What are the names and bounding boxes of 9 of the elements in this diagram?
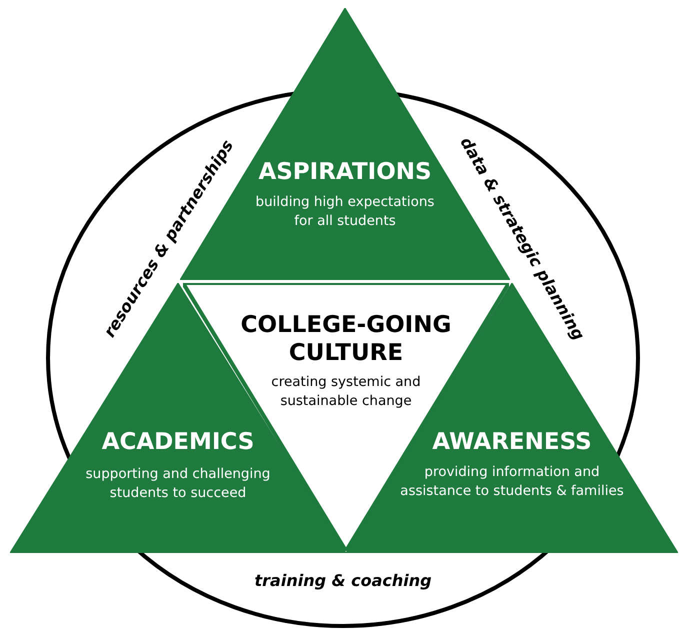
description: supporting and challenging students to succeed	[84, 465, 272, 503]
description: building high expectations for all students	[254, 193, 436, 231]
description: providing information and assistance to students & families	[399, 463, 625, 501]
circle-label: training & coaching	[254, 570, 432, 590]
heading: ASPIRATIONS	[257, 158, 433, 186]
heading: ACADEMICS	[100, 428, 256, 456]
description: creating systemic and sustainable change	[270, 373, 422, 411]
heading: COLLEGE-GOING CULTURE	[240, 311, 452, 367]
heading: AWARENESS	[431, 428, 593, 456]
